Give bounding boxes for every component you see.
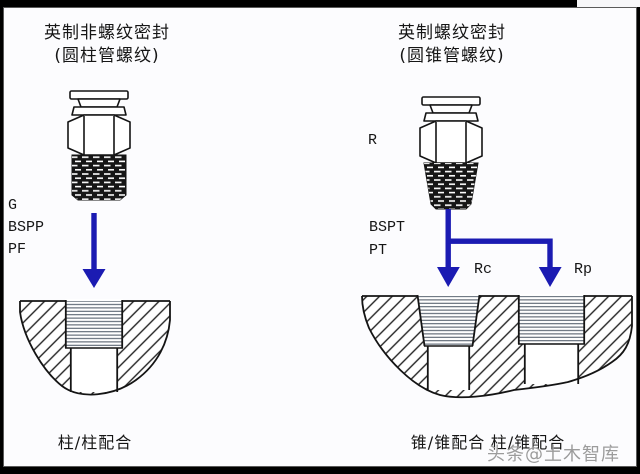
internal-taper-threads — [417, 296, 480, 346]
internal-threads — [65, 301, 123, 348]
bspp-standards-list: G BSPP PF — [8, 195, 44, 261]
internal-parallel-threads — [518, 296, 585, 344]
standard-label-g: G — [8, 197, 18, 214]
fitting-neck — [429, 104, 473, 114]
left-title-line2: (圆柱管螺纹) — [54, 46, 160, 66]
bspt-standards-list: BSPT PT — [369, 216, 405, 262]
right-title-line2: (圆锥管螺纹) — [399, 46, 505, 66]
rc-label: Rc — [474, 261, 493, 278]
drilled-hole — [524, 344, 579, 384]
fitting-collar — [423, 112, 479, 122]
fitting-hex-body — [419, 120, 483, 164]
fitting-cap — [421, 96, 481, 106]
section-hatching — [362, 296, 632, 398]
caption-cyl-cyl-fit: 柱/柱配合 — [57, 433, 133, 452]
rp-label: Rp — [574, 261, 593, 278]
taper-label-r: R — [368, 132, 378, 149]
left-title-line1: 英制非螺纹密封 — [44, 23, 170, 43]
top-frame-gap — [577, 0, 640, 7]
fitting-cap — [69, 90, 129, 100]
standard-label-bspp: BSPP — [8, 219, 45, 236]
standard-label-pf: PF — [8, 241, 27, 258]
fitting-hex-body — [67, 114, 131, 156]
left-title: 英制非螺纹密封 (圆柱管螺纹) — [18, 22, 196, 68]
standard-label-pt: PT — [369, 242, 388, 259]
block-outline — [361, 295, 633, 399]
taper-tapped-holes-illustration — [361, 294, 633, 399]
caption-taper-taper-fit: 锥/锥配合 — [410, 433, 486, 452]
block-outline — [19, 300, 171, 396]
bspp-fitting-illustration — [67, 90, 131, 201]
fitting-neck — [77, 98, 121, 108]
cyl-tapped-hole-illustration — [19, 299, 171, 396]
down-arrow-icon — [82, 213, 106, 288]
thread-texture — [72, 155, 126, 200]
standard-label-bspt: BSPT — [369, 219, 406, 236]
caption-cyl-taper-fit: 柱/锥配合 — [490, 433, 566, 452]
hex-facet-lines — [435, 122, 467, 163]
drilled-hole — [427, 346, 470, 390]
drilled-hole — [70, 348, 118, 392]
hex-facet-lines — [83, 116, 115, 155]
thread-texture — [424, 163, 478, 209]
branched-down-arrows-icon — [437, 209, 562, 287]
fitting-collar — [71, 106, 127, 116]
bspt-fitting-illustration — [419, 96, 483, 210]
right-title-line1: 英制螺纹密封 — [398, 23, 506, 43]
right-title: 英制螺纹密封 (圆锥管螺纹) — [378, 22, 526, 68]
watermark: 头条@土木智库 — [487, 444, 620, 465]
